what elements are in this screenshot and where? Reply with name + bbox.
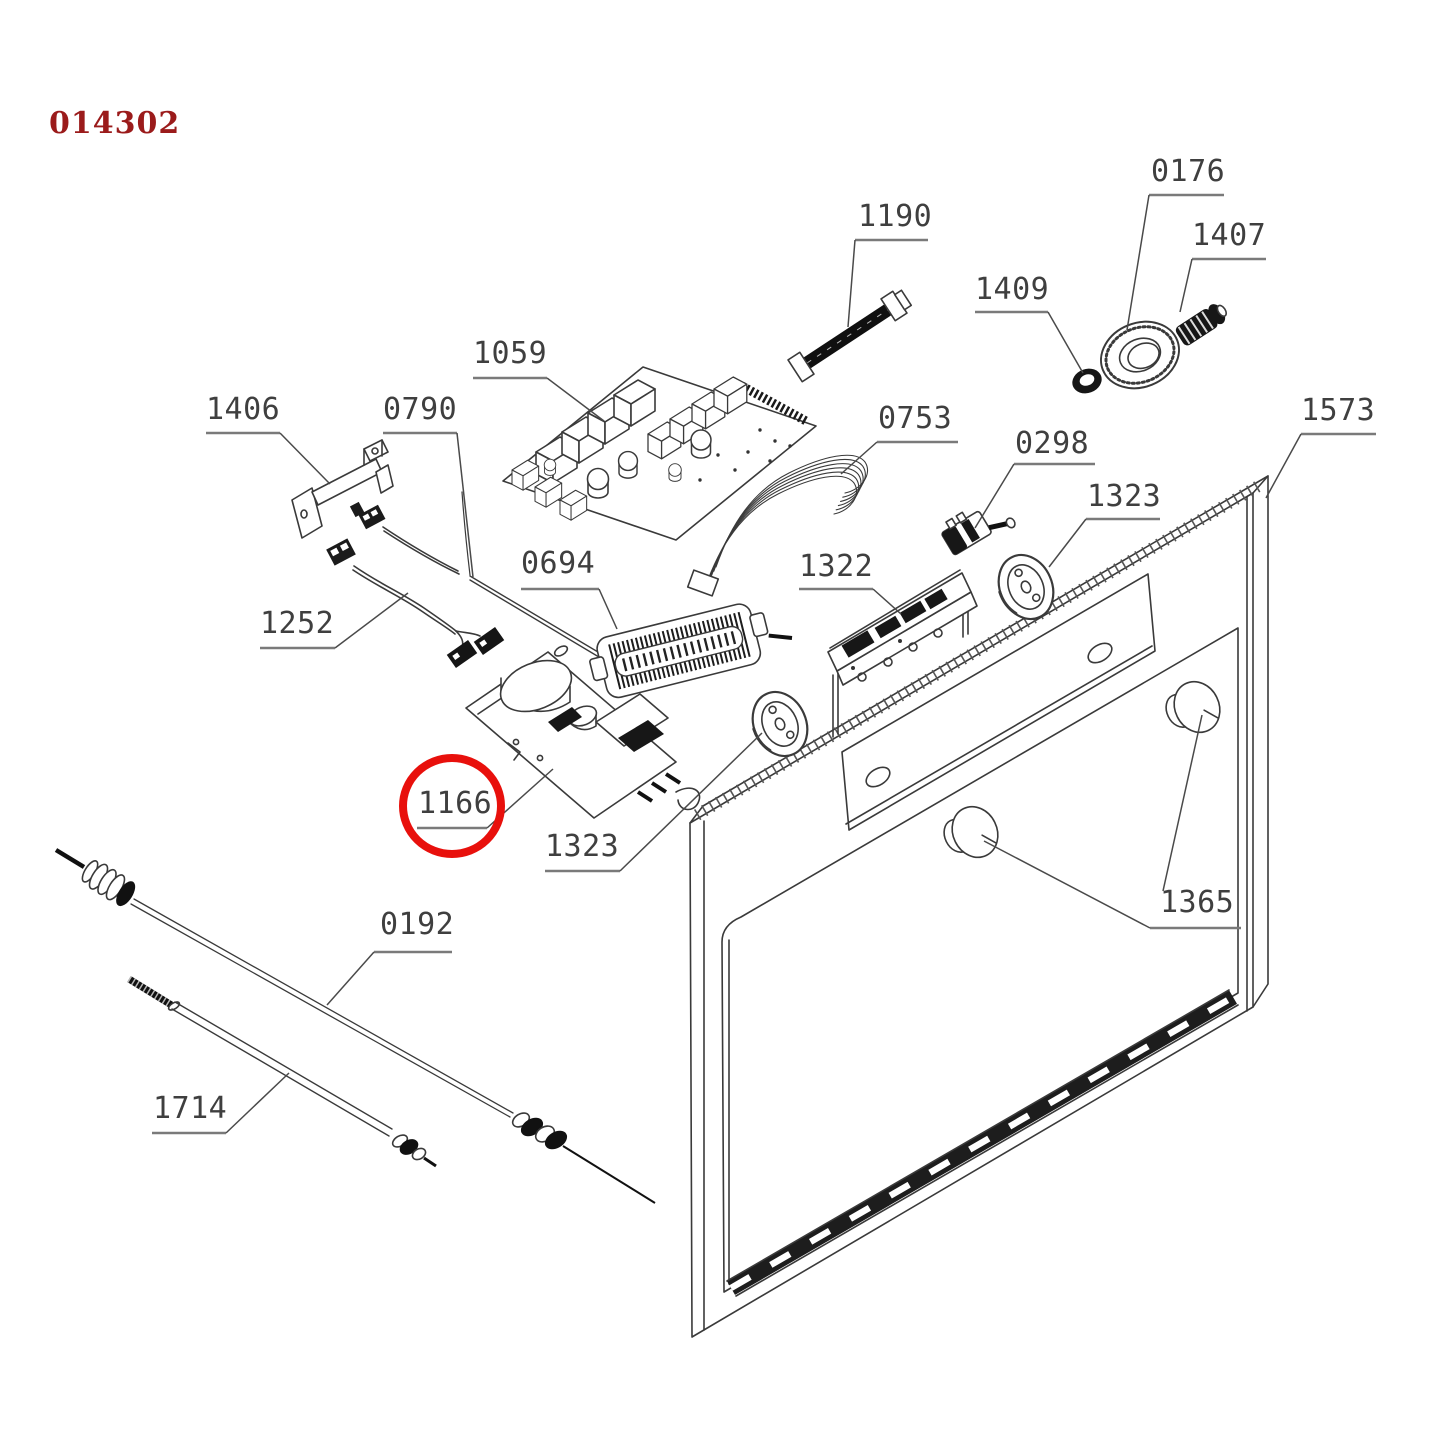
part-label-0694: 0694	[521, 546, 596, 581]
part-label-0192: 0192	[380, 907, 455, 942]
diagram-code: 014302	[49, 106, 181, 141]
part-label-1059: 1059	[473, 336, 548, 371]
part-label-0298: 0298	[1015, 426, 1090, 461]
part-label-1322: 1322	[799, 549, 874, 584]
part-label-1407: 1407	[1192, 218, 1267, 253]
part-label-0790: 0790	[383, 392, 458, 427]
part-label-1323-top: 1323	[1087, 479, 1162, 514]
part-label-1714: 1714	[153, 1091, 228, 1126]
part-label-0753: 0753	[878, 401, 953, 436]
part-label-1252: 1252	[260, 606, 335, 641]
part-label-1409: 1409	[975, 272, 1050, 307]
part-label-1365: 1365	[1160, 885, 1235, 920]
part-label-1406: 1406	[206, 392, 281, 427]
part-label-1323-bottom: 1323	[545, 829, 620, 864]
part-label-1166: 1166	[418, 786, 493, 821]
part-label-0176: 0176	[1151, 154, 1226, 189]
part-label-1190: 1190	[858, 199, 933, 234]
part-label-1573: 1573	[1301, 393, 1376, 428]
